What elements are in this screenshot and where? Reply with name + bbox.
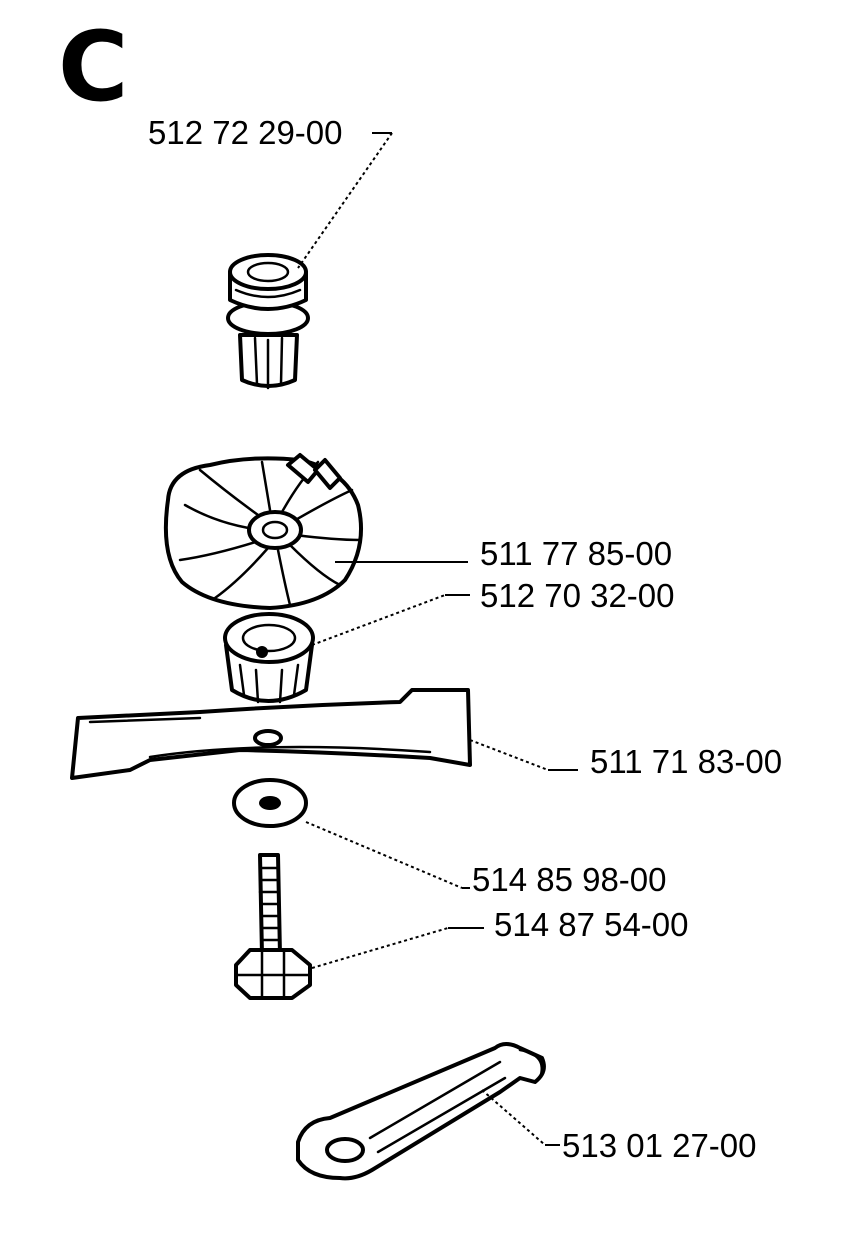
part-number-fan: 511 77 85-00 (480, 535, 672, 572)
part-number-wrench: 513 01 27-00 (562, 1127, 757, 1164)
washer-part[interactable] (232, 778, 308, 828)
leader-lines (297, 132, 578, 1146)
part-number-blade: 511 71 83-00 (590, 743, 782, 780)
part-number-washer: 514 85 98-00 (472, 861, 667, 898)
hub-part[interactable] (223, 612, 315, 704)
nut-fastener-part[interactable] (226, 253, 310, 390)
part-number-bolt: 514 87 54-00 (494, 906, 689, 943)
part-number-hub: 512 70 32-00 (480, 577, 675, 614)
blade-part[interactable] (70, 688, 472, 780)
fan-part[interactable] (163, 453, 363, 610)
section-letter: C (58, 11, 128, 123)
bolt-part[interactable] (234, 853, 312, 1000)
part-number-nut-fastener: 512 72 29-00 (148, 114, 343, 151)
